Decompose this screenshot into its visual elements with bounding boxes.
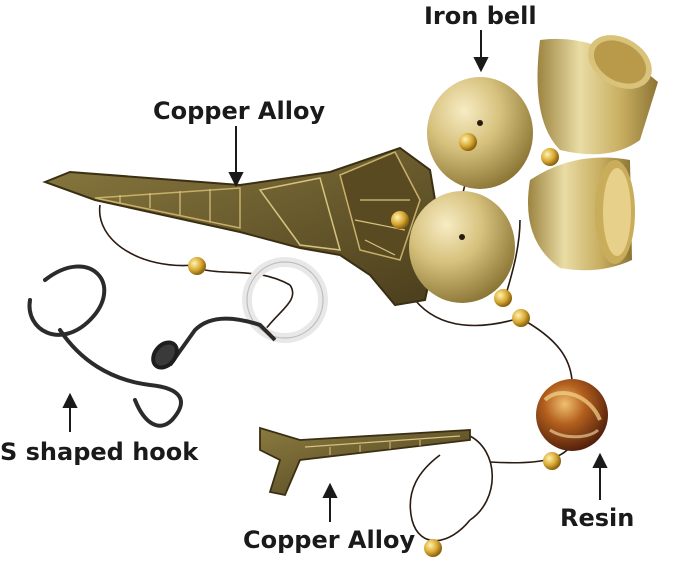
- label-iron-bell: Iron bell: [424, 2, 537, 30]
- iron-bells: [409, 77, 533, 303]
- callout-arrows: [62, 30, 608, 522]
- label-s-hook: S shaped hook: [0, 438, 199, 466]
- s-hook: [27, 264, 183, 428]
- swivel-clip: [151, 316, 277, 370]
- eiffel-tower-small: [259, 426, 471, 497]
- label-copper-alloy-top: Copper Alloy: [153, 97, 326, 125]
- resin-bead: [536, 379, 608, 451]
- label-resin: Resin: [560, 504, 635, 532]
- white-ring: [242, 257, 328, 343]
- cup-bells: [528, 35, 658, 271]
- label-copper-alloy-bottom: Copper Alloy: [243, 526, 416, 554]
- gold-beads: [188, 133, 561, 557]
- eiffel-tower-large: [42, 146, 442, 307]
